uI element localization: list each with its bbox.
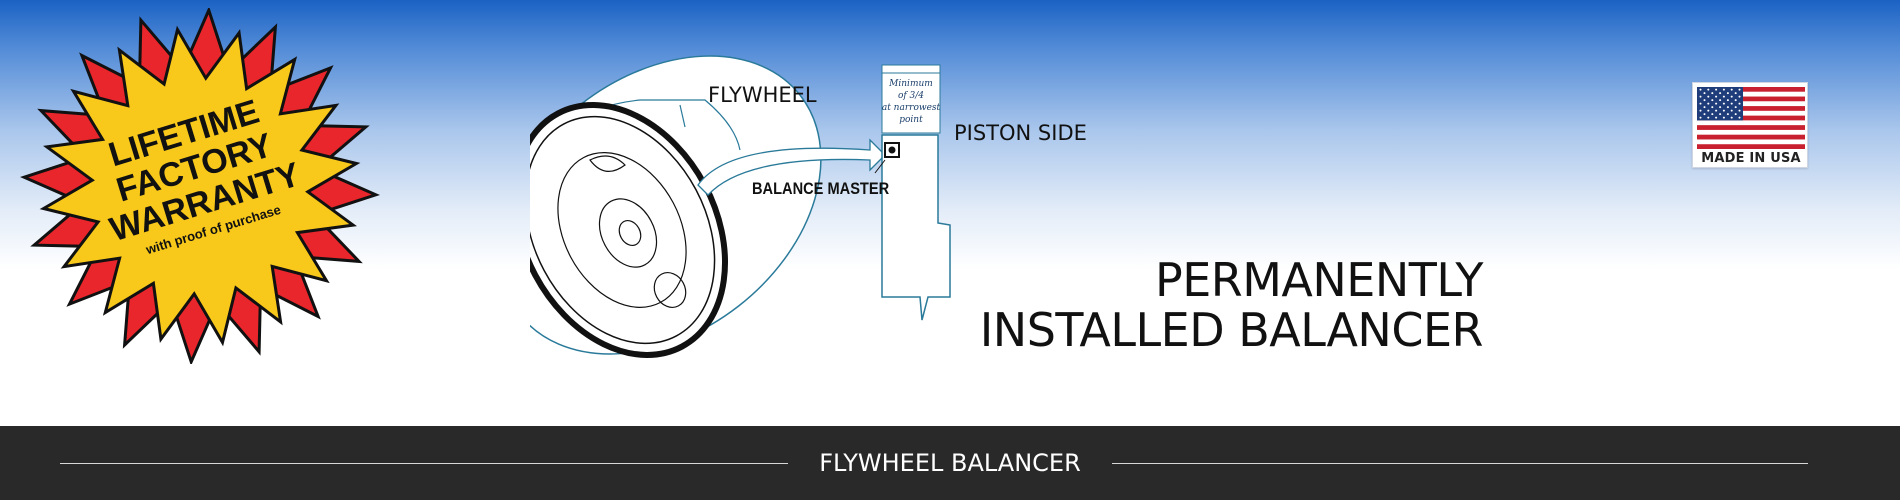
flag-star: [1715, 109, 1718, 112]
flag-star: [1703, 106, 1706, 109]
flag-star: [1711, 113, 1714, 116]
flag-star: [1722, 88, 1725, 91]
flag-stripe: [1697, 110, 1805, 116]
flag-star: [1722, 102, 1725, 105]
flag-star: [1734, 99, 1737, 102]
flag-stripe: [1697, 139, 1805, 145]
dimension-note-line-1: Minimum: [888, 79, 933, 89]
flag-star: [1722, 109, 1725, 112]
flag-star: [1738, 116, 1741, 119]
flag-star: [1711, 92, 1714, 95]
flywheel-label: FLYWHEEL: [708, 83, 817, 107]
headline-line-2: INSTALLED BALANCER: [979, 303, 1484, 357]
flag-stripe: [1697, 144, 1805, 149]
flag-star: [1730, 95, 1733, 98]
flag-stripe: [1697, 129, 1805, 135]
flag-star: [1730, 109, 1733, 112]
flag-stripe: [1697, 106, 1805, 111]
dimension-note-line-3: at narrowest: [882, 103, 941, 113]
flag-star: [1703, 113, 1706, 116]
flag-star: [1738, 95, 1741, 98]
flag-star: [1699, 88, 1702, 91]
flag-star: [1734, 113, 1737, 116]
flag-star: [1719, 99, 1722, 102]
flag-star: [1719, 106, 1722, 109]
flag-star: [1703, 99, 1706, 102]
flag-stripe: [1697, 115, 1805, 121]
flag-star: [1730, 102, 1733, 105]
dimension-note-line-2: of 3/4: [898, 91, 924, 101]
flag-stripe: [1697, 134, 1805, 140]
flywheel-illustration: [530, 55, 822, 358]
flag-star: [1726, 113, 1729, 116]
flag-star: [1730, 88, 1733, 91]
flag-star: [1738, 88, 1741, 91]
made-in-usa-badge: MADE IN USA: [1692, 82, 1808, 168]
flag-star: [1699, 102, 1702, 105]
flag-star: [1730, 116, 1733, 119]
flag-star: [1726, 92, 1729, 95]
hero-banner: LIFETIME FACTORY WARRANTY with proof of …: [0, 0, 1900, 426]
piston-profile: [881, 134, 951, 321]
flag-star: [1711, 106, 1714, 109]
us-flag-icon: [1697, 87, 1805, 149]
flywheel-diagram: Minimum of 3/4 at narrowest point FLYWHE…: [530, 55, 1087, 358]
flag-star: [1711, 99, 1714, 102]
flag-star: [1707, 102, 1710, 105]
made-in-usa-caption: MADE IN USA: [1701, 151, 1801, 166]
flag-star: [1726, 99, 1729, 102]
flag-star: [1734, 106, 1737, 109]
flag-star: [1703, 92, 1706, 95]
flag-star: [1699, 109, 1702, 112]
divider-right: [1112, 463, 1808, 464]
flag-star: [1715, 95, 1718, 98]
piston-side-label: PISTON SIDE: [954, 121, 1087, 145]
headline-line-1: PERMANENTLY: [1154, 253, 1484, 307]
flag-stripe: [1697, 101, 1805, 107]
flag-stripe: [1697, 125, 1805, 131]
flag-star: [1734, 92, 1737, 95]
flag-star: [1715, 88, 1718, 91]
flag-stripe: [1697, 91, 1805, 97]
flag-star: [1722, 95, 1725, 98]
flag-star: [1707, 109, 1710, 112]
flag-star: [1715, 116, 1718, 119]
arrow-icon: [697, 138, 886, 196]
flag-star: [1715, 102, 1718, 105]
dimension-note-line-4: point: [899, 115, 923, 125]
warranty-starburst: LIFETIME FACTORY WARRANTY with proof of …: [20, 8, 380, 364]
section-title: FLYWHEEL BALANCER: [819, 449, 1081, 477]
flag-star: [1738, 102, 1741, 105]
flag-star: [1738, 109, 1741, 112]
flag-star: [1707, 95, 1710, 98]
flag-star: [1699, 95, 1702, 98]
balance-master-label: BALANCE MASTER: [752, 180, 890, 198]
flag-star: [1726, 106, 1729, 109]
flag-star: [1699, 116, 1702, 119]
flag-stripe: [1697, 87, 1805, 92]
flag-star: [1722, 116, 1725, 119]
flag-stripe: [1697, 120, 1805, 126]
section-title-bar: FLYWHEEL BALANCER: [0, 426, 1900, 500]
starburst-yellow-inner: [39, 25, 361, 347]
flag-star: [1707, 116, 1710, 119]
flag-stripe: [1697, 96, 1805, 102]
flag-star: [1707, 88, 1710, 91]
headline: PERMANENTLY INSTALLED BALANCER: [979, 253, 1484, 357]
divider-left: [60, 463, 788, 464]
flag-star: [1719, 92, 1722, 95]
flag-star: [1719, 113, 1722, 116]
